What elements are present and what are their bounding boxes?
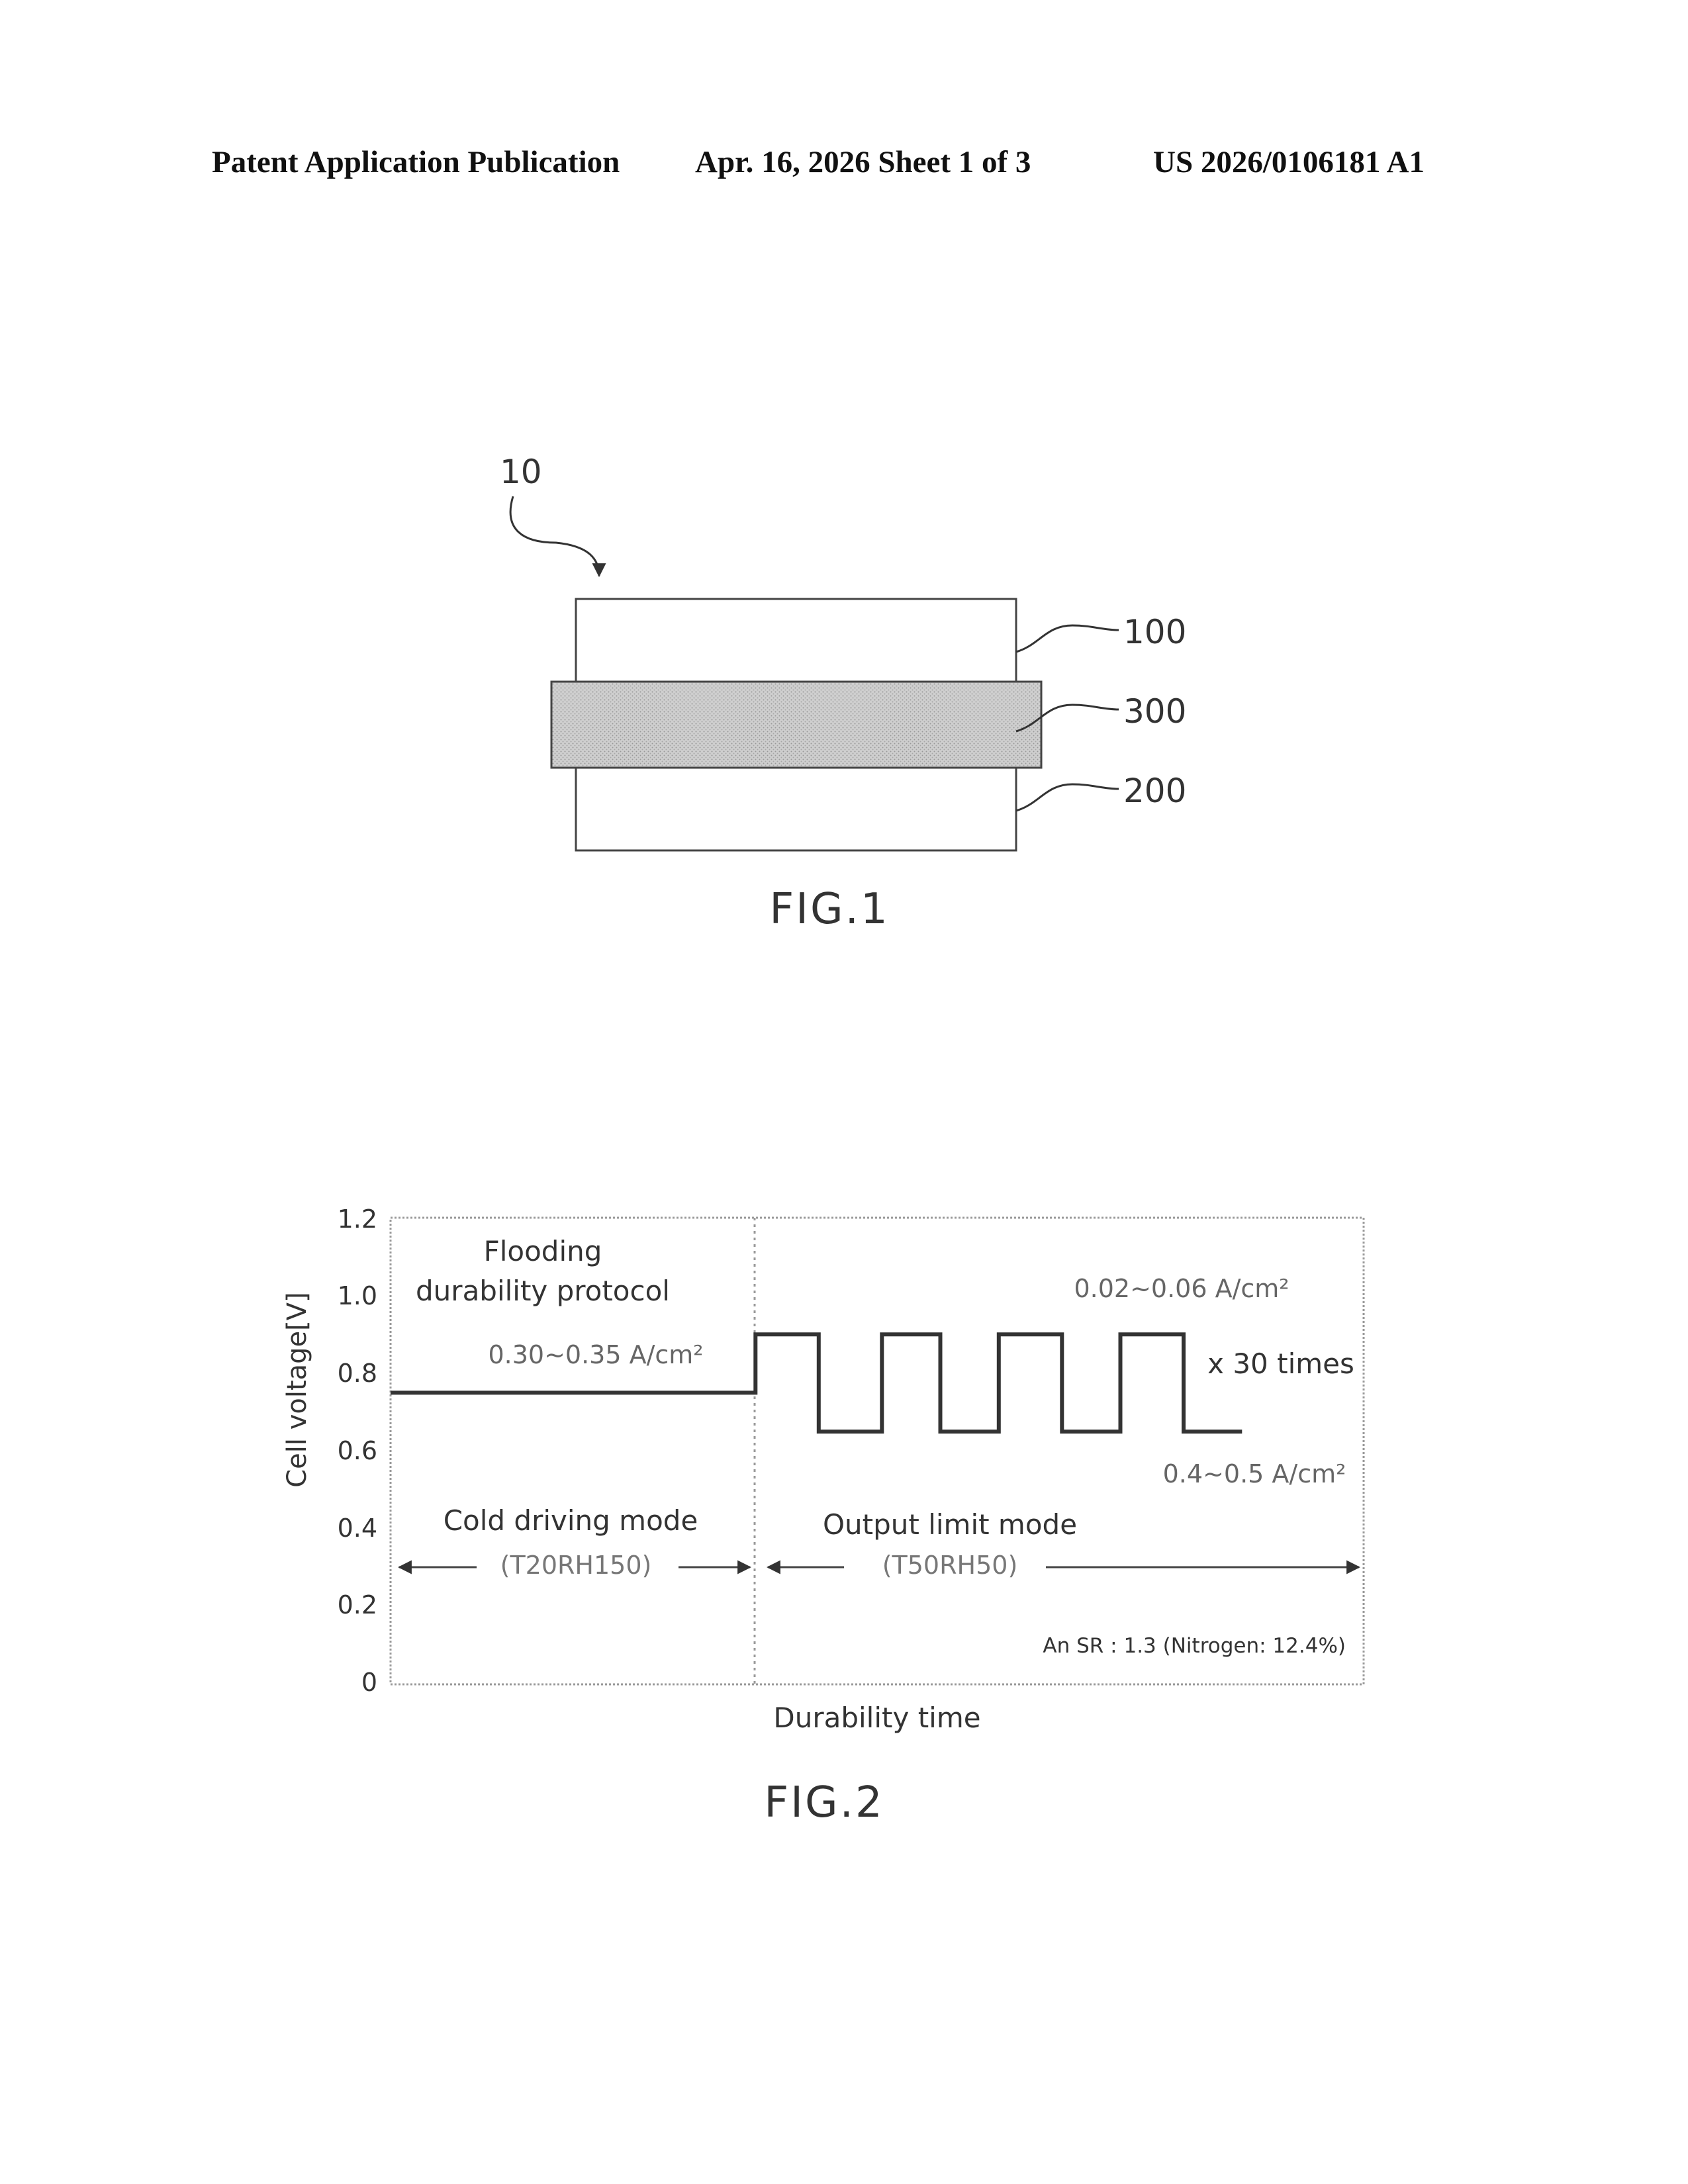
repeat-label: x 30 times (1207, 1347, 1354, 1380)
y-tick-0.6: 0.6 (338, 1436, 377, 1465)
high-current-label: 0.02~0.06 A/cm² (1074, 1274, 1289, 1303)
y-tick-1.0: 1.0 (338, 1281, 377, 1310)
middle-layer-300 (551, 682, 1041, 768)
sr-note: An SR : 1.3 (Nitrogen: 12.4%) (1043, 1634, 1346, 1658)
fig1-caption: FIG.1 (769, 885, 889, 934)
y-axis-label: Cell voltage[V] (282, 1292, 312, 1488)
cold-mode-label: Cold driving mode (444, 1504, 698, 1537)
figure-2: 1.2 1.0 0.8 0.6 0.4 0.2 0 Cell voltage[V… (282, 1205, 1364, 1827)
y-tick-0: 0 (361, 1668, 377, 1697)
leader-line-100 (1016, 625, 1119, 652)
y-tick-1.2: 1.2 (338, 1205, 377, 1234)
y-tick-0.4: 0.4 (338, 1514, 377, 1543)
low-current-label: 0.4~0.5 A/cm² (1163, 1459, 1346, 1488)
ref-label-10: 10 (500, 453, 542, 491)
fig2-caption: FIG.2 (764, 1778, 884, 1827)
cold-condition-label: (T20RH150) (500, 1551, 652, 1580)
y-tick-0.8: 0.8 (338, 1359, 377, 1388)
y-tick-labels: 1.2 1.0 0.8 0.6 0.4 0.2 0 (338, 1205, 377, 1697)
ref-label-100: 100 (1123, 613, 1186, 651)
output-mode-label: Output limit mode (823, 1508, 1077, 1541)
ref-leader-arrow (510, 496, 599, 576)
protocol-title-line1: Flooding (484, 1235, 602, 1267)
ref-label-300: 300 (1123, 692, 1186, 731)
ref-label-200: 200 (1123, 772, 1186, 810)
output-condition-label: (T50RH50) (882, 1551, 1018, 1580)
cold-current-label: 0.30~0.35 A/cm² (488, 1340, 703, 1369)
leader-line-200 (1016, 784, 1119, 811)
protocol-title-line2: durability protocol (416, 1275, 670, 1307)
figure-1: 10 100 300 200 FIG.1 (500, 453, 1186, 934)
y-tick-0.2: 0.2 (338, 1590, 377, 1619)
x-axis-label: Durability time (773, 1702, 980, 1734)
